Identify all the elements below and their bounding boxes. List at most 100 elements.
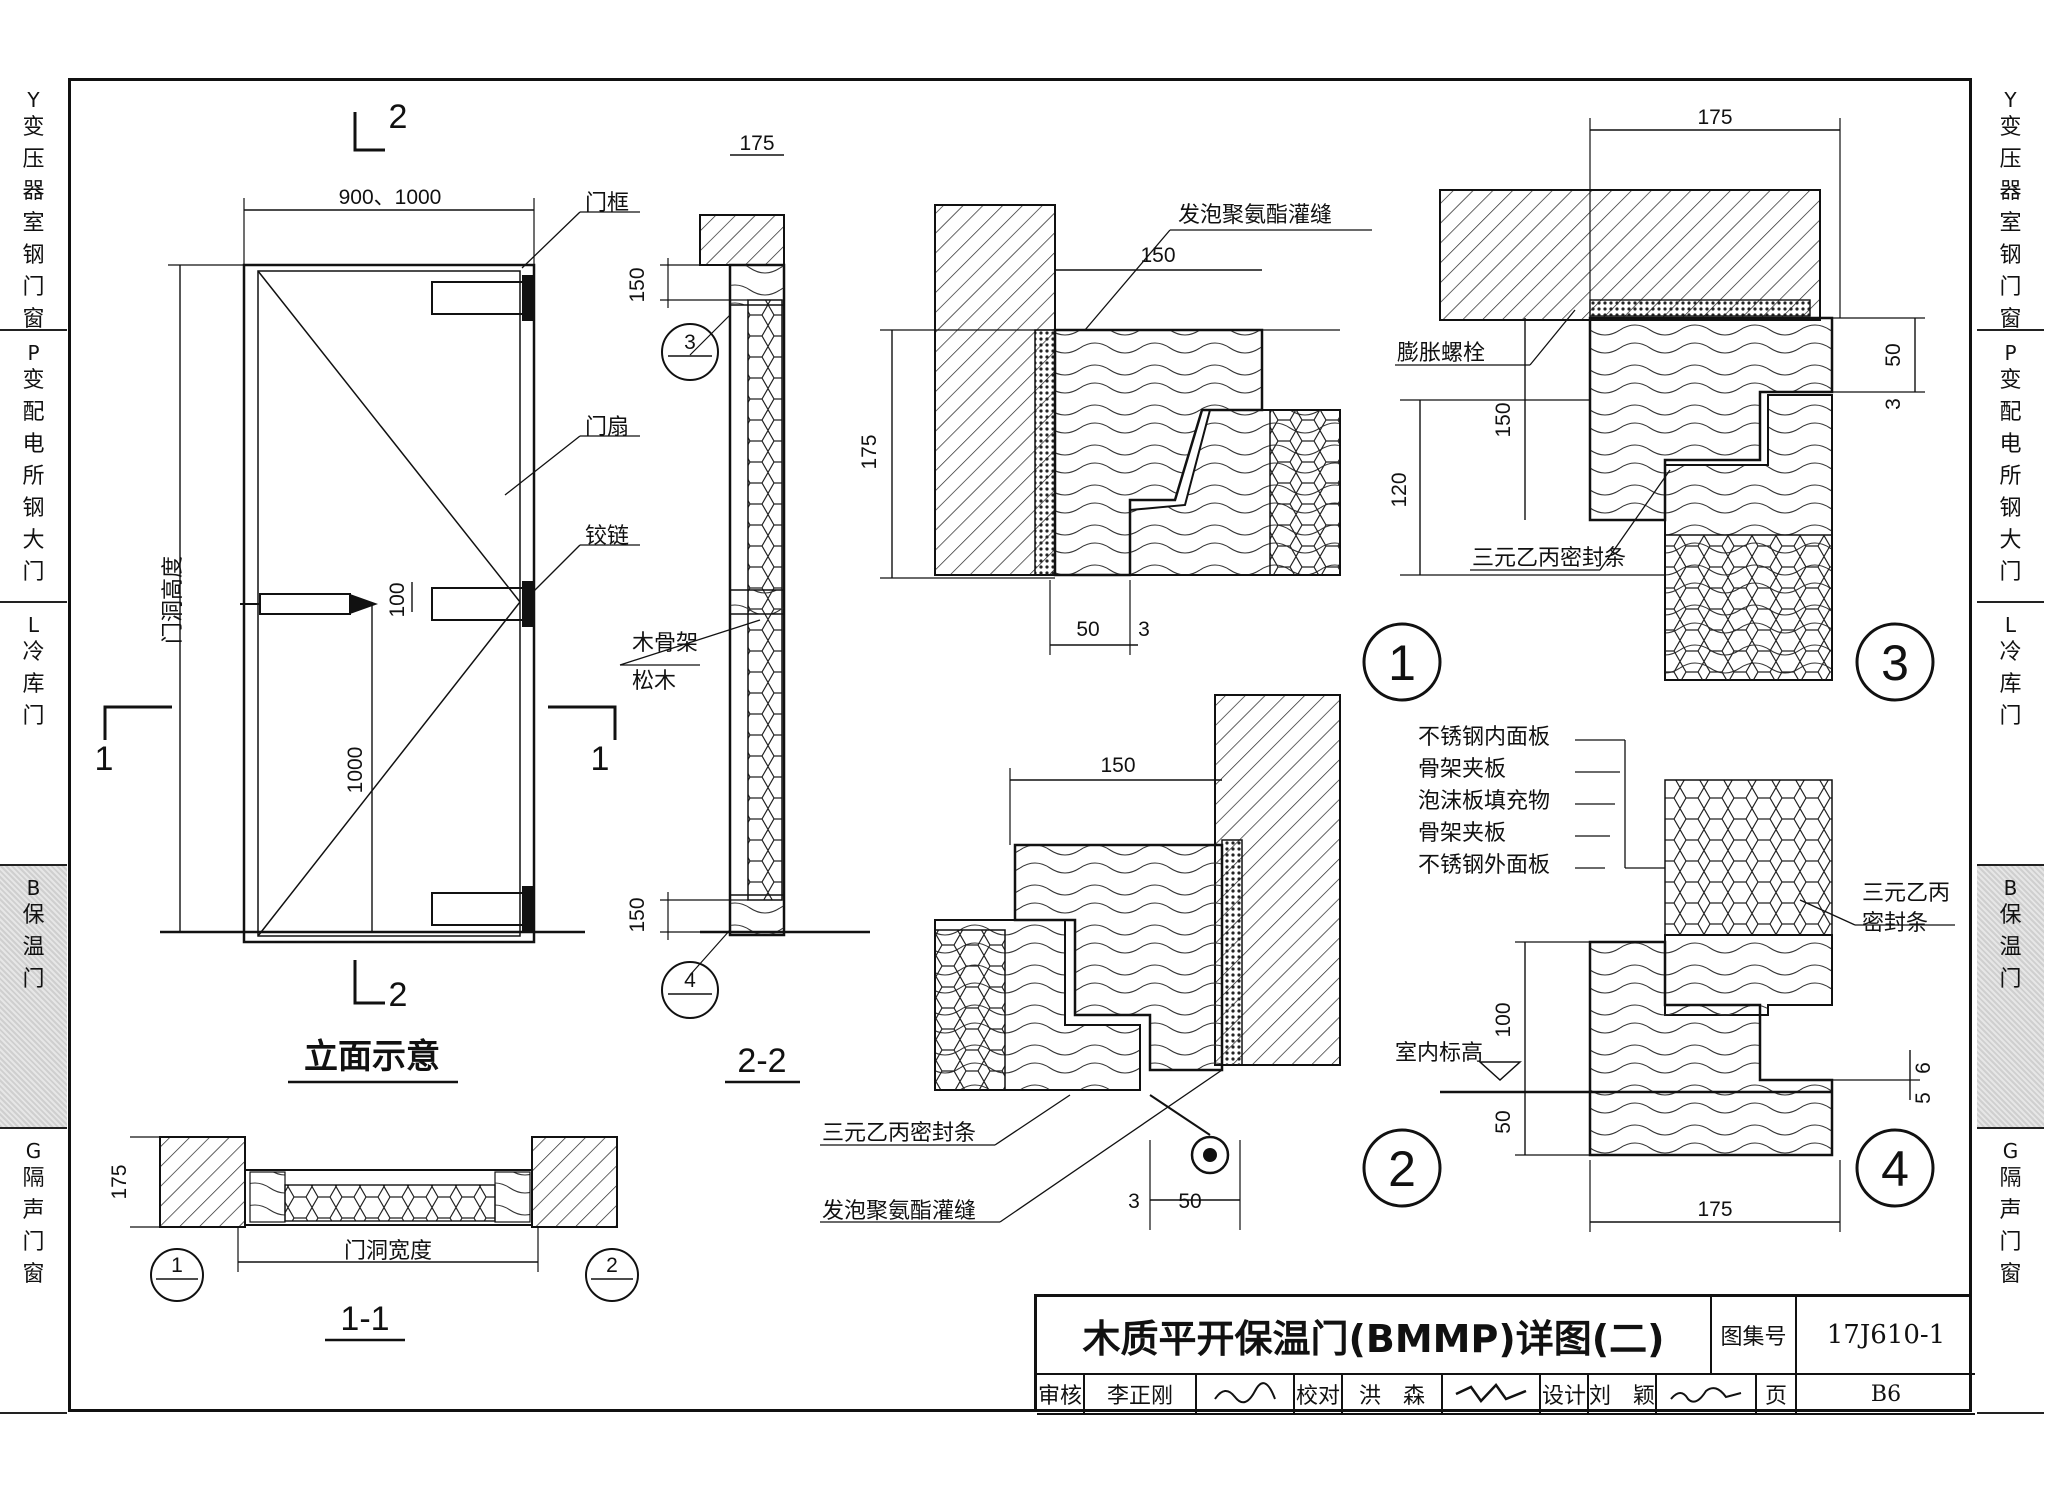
d4-dim-6: 6	[1912, 1062, 1935, 1074]
d1-dim-175: 175	[858, 434, 881, 469]
section-1-1: 175 门洞宽度 1 2 1-1	[108, 1136, 639, 1342]
d3-number: 3	[1881, 635, 1909, 691]
label-wood-frame: 木骨架	[632, 631, 698, 656]
category-tab-char: 温	[1999, 935, 2022, 960]
d4-dim-100: 100	[1492, 1002, 1515, 1037]
category-tab-char: 隔	[22, 1166, 45, 1191]
category-tab-char: 室	[22, 211, 45, 236]
s22-dim-150-top: 150	[626, 267, 649, 302]
category-tab-char: 门	[22, 1230, 45, 1255]
category-tab-code: Y	[2004, 88, 2017, 112]
category-tab-char: 门	[1999, 560, 2022, 585]
category-tab-char: 库	[1999, 672, 2022, 697]
category-tab-char: 窗	[1999, 1262, 2022, 1287]
d3-dim-3: 3	[1882, 398, 1905, 410]
d3-dim-50: 50	[1882, 343, 1905, 366]
d4-dim-50: 50	[1492, 1110, 1515, 1133]
detail-4: 100 50 175 6 5 室内标高 三元乙丙 密封条 4	[1395, 779, 1955, 1232]
category-tab-code: L	[27, 613, 40, 637]
category-tab-char: 窗	[1999, 307, 2022, 332]
category-tab-char: 隔	[1999, 1166, 2022, 1191]
reviewer-signature	[1197, 1375, 1295, 1415]
category-tab-char: 钢	[1999, 496, 2022, 521]
handle-height-dim: 1000	[344, 747, 367, 794]
atlas-number: 17J610-1	[1797, 1297, 1975, 1375]
s22-dim-top: 175	[739, 132, 774, 155]
d2-label-seal: 三元乙丙密封条	[822, 1121, 976, 1146]
label-frame: 门框	[585, 191, 629, 216]
category-tab-char: 钢	[1999, 243, 2022, 268]
d3-dim-120: 120	[1388, 472, 1411, 507]
category-tab-char: 门	[22, 967, 45, 992]
title-block: 木质平开保温门(BMMP)详图(二) 图集号 17J610-1 审核 李正刚 校…	[1034, 1294, 1975, 1415]
category-tab-char: 门	[22, 275, 45, 300]
d2-number: 2	[1388, 1141, 1416, 1197]
s11-ref-right: 2	[606, 1254, 618, 1277]
category-tab-char: 库	[22, 672, 45, 697]
d4-label-seal-1: 三元乙丙	[1862, 881, 1950, 906]
category-tab-char: 大	[22, 528, 45, 553]
s11-caption: 1-1	[340, 1300, 389, 1338]
page-label: 页	[1757, 1375, 1797, 1415]
detail-1: 发泡聚氨酯灌缝 150 175 50 3 1	[858, 203, 1442, 702]
category-tab-char: 冷	[1999, 640, 2022, 665]
category-tab-char: 门	[22, 704, 45, 729]
category-tab-char: 声	[22, 1198, 45, 1223]
category-tab-char: 声	[1999, 1198, 2022, 1223]
drawing-frame	[68, 78, 1972, 1412]
d3-label-bolt: 膨胀螺栓	[1397, 341, 1485, 366]
d3-label-seal: 三元乙丙密封条	[1472, 546, 1626, 571]
category-tab-char: 门	[1999, 1230, 2022, 1255]
category-tab-char: 压	[1999, 147, 2022, 172]
width-dim: 900、1000	[339, 186, 442, 209]
d4-label-floor: 室内标高	[1395, 1041, 1483, 1066]
category-tab-char: 温	[22, 935, 45, 960]
category-tab-char: 保	[1999, 903, 2022, 928]
hinge-icon	[431, 581, 534, 627]
d1-number: 1	[1388, 635, 1416, 691]
category-tab-char: 门	[1999, 275, 2022, 300]
detail-3: 175 150 120 50 3 膨胀螺栓 三元乙丙密封条 3	[1388, 106, 1935, 702]
d4-number: 4	[1881, 1141, 1909, 1197]
detail-2: 150 3 50 三元乙丙密封条 发泡聚氨酯灌缝 2	[820, 694, 1442, 1230]
category-tab-code: Y	[27, 88, 40, 112]
category-tab-char: 门	[1999, 967, 2022, 992]
design-label: 设计	[1541, 1375, 1589, 1415]
category-tab-code: G	[25, 1139, 42, 1163]
category-tab-char: 保	[22, 903, 45, 928]
review-label: 审核	[1037, 1375, 1085, 1415]
category-tab-char: 门	[1999, 704, 2022, 729]
d1-dim-150: 150	[1140, 244, 1175, 267]
s11-opening-width: 门洞宽度	[344, 1239, 432, 1264]
label-leaf: 门扇	[585, 415, 629, 440]
d1-dim-50: 50	[1076, 618, 1099, 641]
category-tab-char: 窗	[22, 1262, 45, 1287]
category-tab-char: 钢	[22, 243, 45, 268]
category-tab-char: 变	[22, 368, 45, 393]
category-tab-char: 室	[1999, 211, 2022, 236]
category-tab-char: 变	[1999, 115, 2022, 140]
section-2-2: 175 150 150 3 4 木骨架 松木 2-2	[619, 132, 870, 1084]
cut-mark-1-right: 1	[591, 740, 610, 778]
d1-label-foam: 发泡聚氨酯灌缝	[1178, 203, 1332, 228]
d2-dim-50: 50	[1178, 1190, 1201, 1213]
category-tab-code: B	[26, 876, 41, 900]
category-tab-char: 配	[22, 400, 45, 425]
label-pine: 松木	[632, 669, 676, 694]
category-tab-code: G	[2002, 1139, 2019, 1163]
category-tab-char: 窗	[22, 307, 45, 332]
hinge-icon	[431, 275, 534, 321]
category-tab-char: 大	[1999, 528, 2022, 553]
layer-4: 骨架夹板	[1418, 821, 1506, 846]
